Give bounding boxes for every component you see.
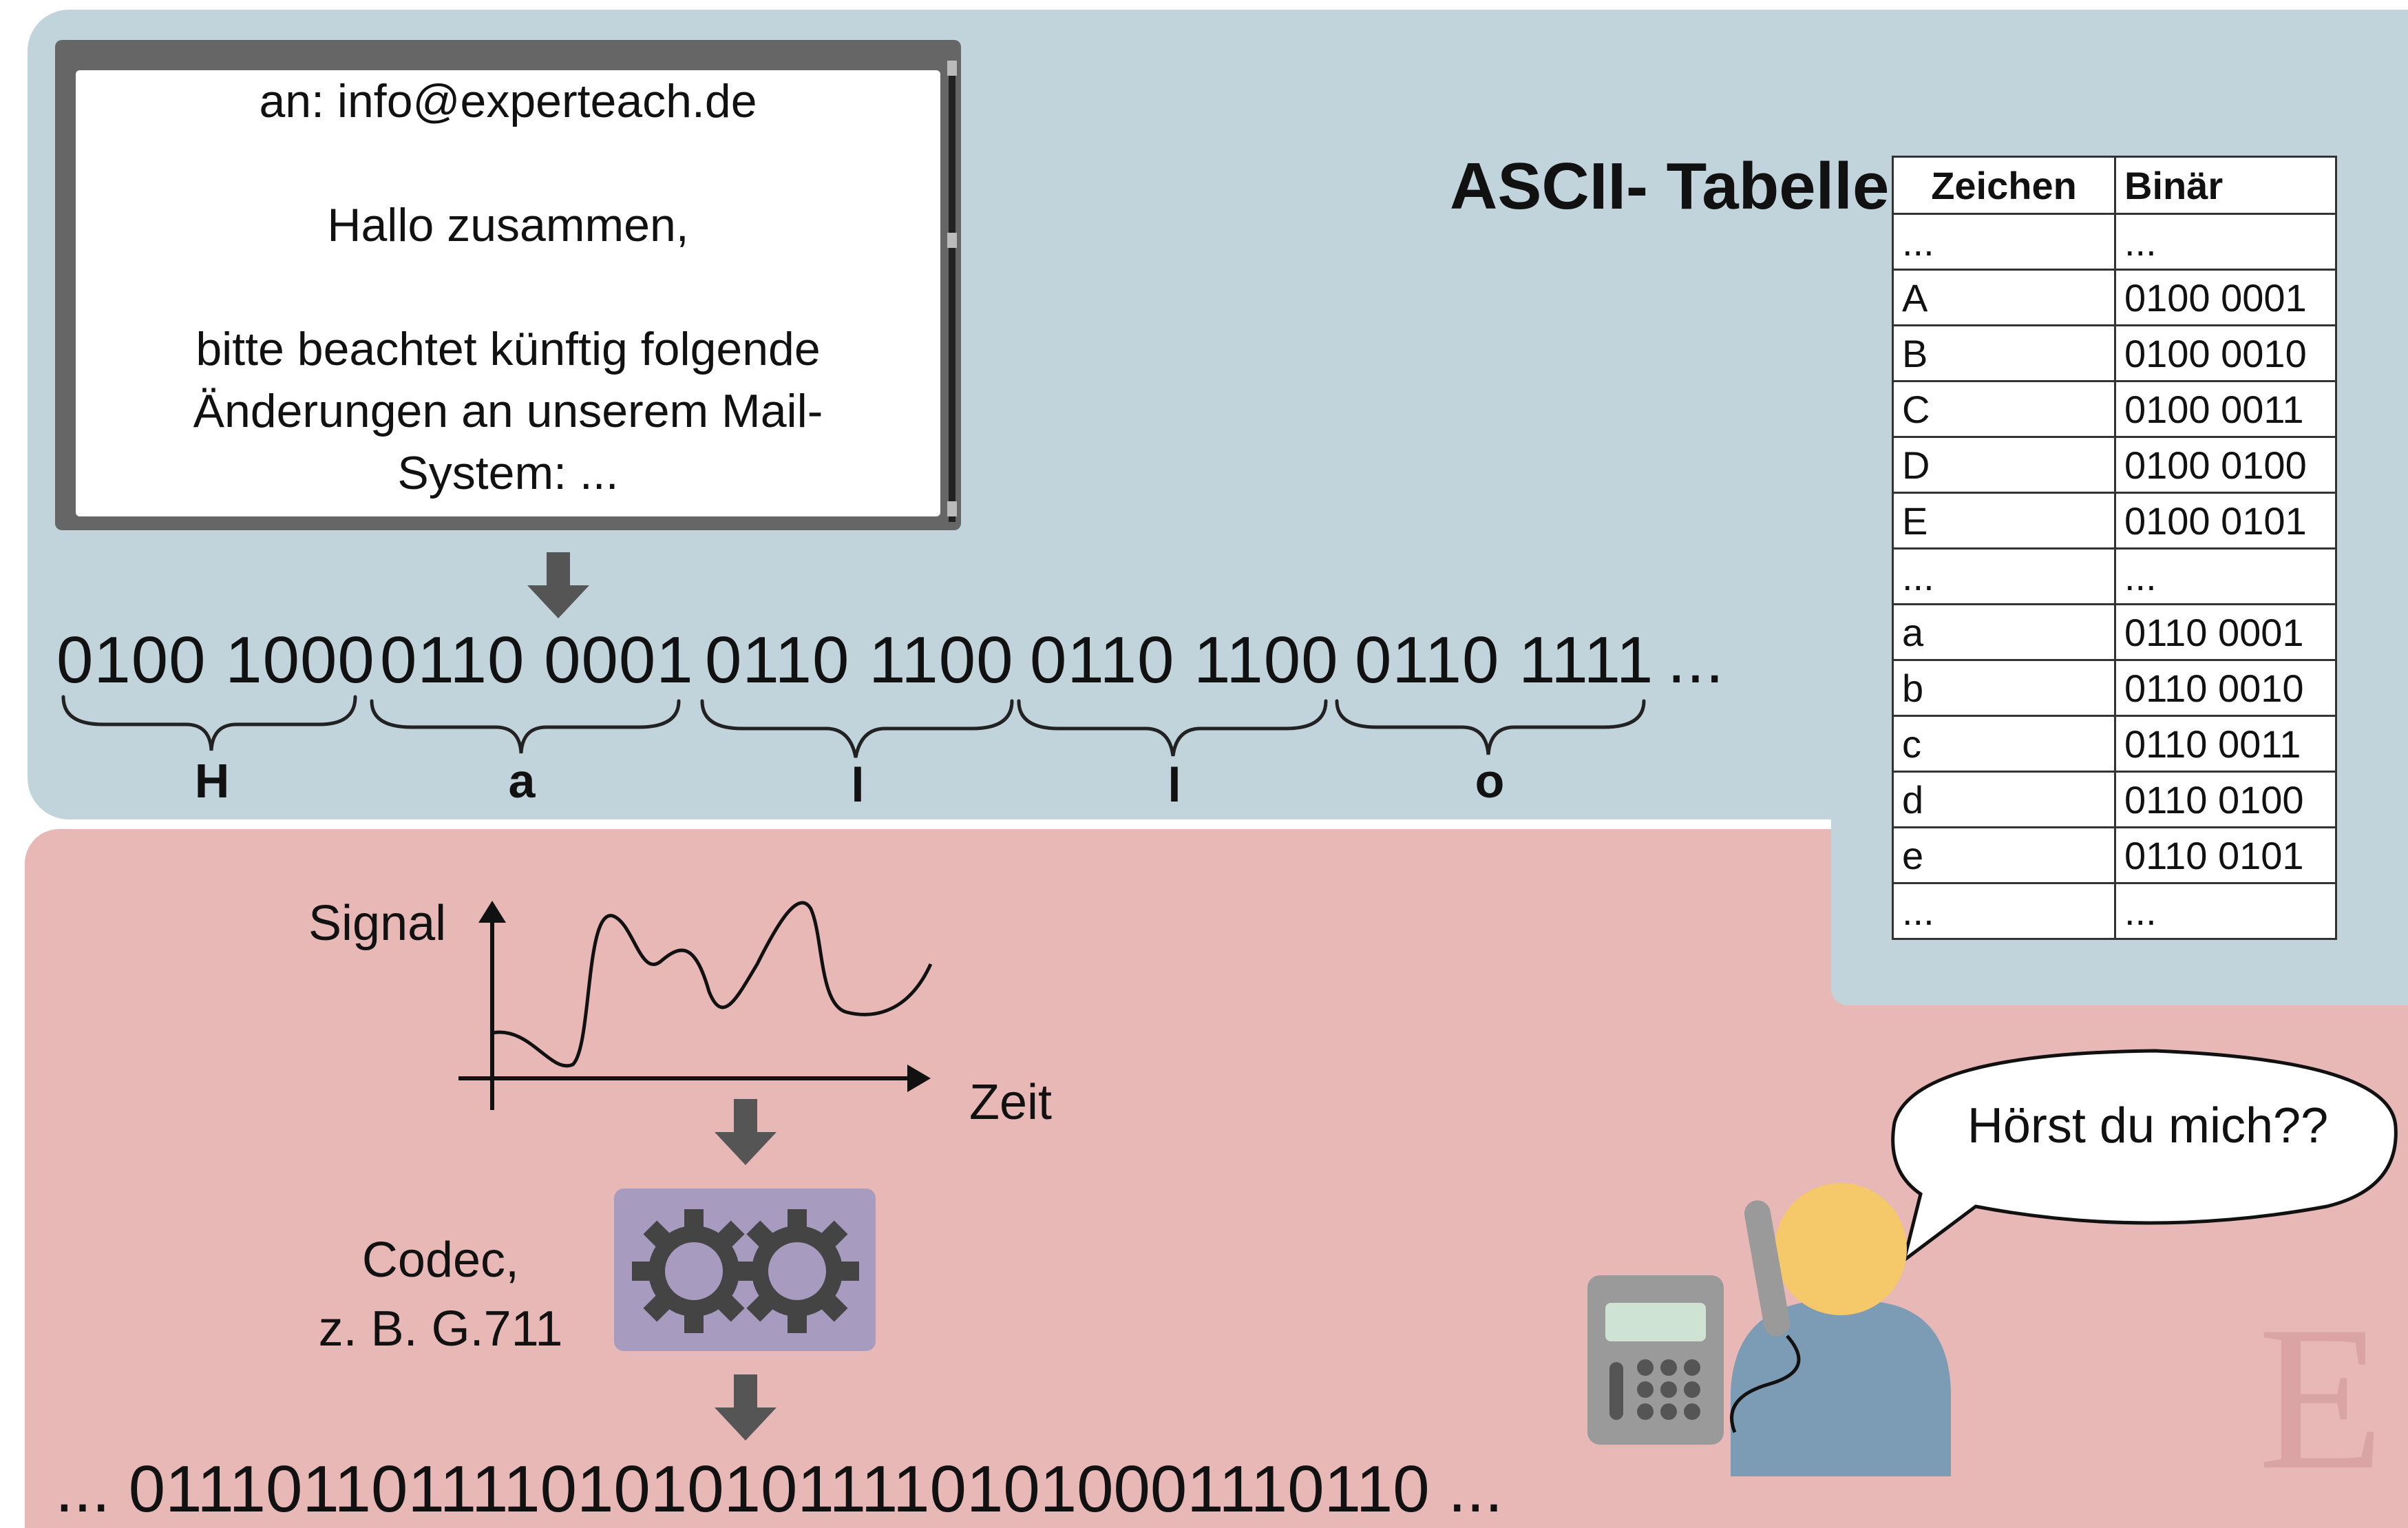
table-cell: a [1892,603,2116,661]
ascii-table-title: ASCII- Tabelle [1450,149,1890,223]
mail-spacer [76,256,940,318]
table-cell: 0110 0101 [2114,826,2337,884]
mail-content: an: info@experteach.de Hallo zusammen, b… [76,70,940,516]
table-cell: 0100 0010 [2114,324,2337,382]
scrollbar-bottom-handle[interactable] [947,501,957,516]
table-row: ...... [1892,213,2337,271]
mail-recipient: an: info@experteach.de [259,75,757,127]
table-cell: ... [2114,882,2337,940]
mail-body-line: Änderungen an unserem Mail- [193,385,823,437]
table-header-row: Zeichen Binär [1892,156,2337,215]
table-cell: 0110 0001 [2114,603,2337,661]
mail-spacer [76,132,940,194]
decoded-char: l [1168,758,1181,812]
column-header: Zeichen [1892,156,2116,215]
table-cell: ... [1892,547,2116,605]
table-cell: b [1892,659,2116,717]
scrollbar-thumb[interactable] [947,233,957,248]
digital-bitstream: ... 011101101111010101011110101000111011… [55,1452,1503,1526]
mail-greeting: Hallo zusammen, [327,199,689,251]
table-cell: ... [2114,213,2337,271]
table-cell: D [1892,436,2116,494]
table-row: ...... [1892,882,2337,940]
binary-byte: 0100 1000 [56,623,375,697]
decoded-char: l [851,758,865,812]
table-cell: 0110 0100 [2114,771,2337,828]
time-axis-label: Zeit [969,1075,1053,1130]
mail-scrollbar[interactable] [947,61,957,522]
binary-ellipsis: ... [1667,623,1725,697]
codec-box [614,1189,876,1351]
table-cell: A [1892,269,2116,326]
table-cell: 0110 0011 [2114,715,2337,773]
codec-name: Codec, [361,1233,520,1288]
table-cell: ... [1892,882,2116,940]
arrow-down-icon [715,1374,777,1441]
binary-byte: 0110 1111 [1355,623,1654,697]
binary-byte: 0110 0001 [380,623,694,697]
decoded-char: a [508,754,536,808]
table-cell: 0100 0101 [2114,492,2337,550]
codec-label: Codec, z. B. G.711 [296,1226,585,1363]
speech-bubble-text: Hörst du mich?? [1967,1098,2329,1153]
arrow-down-icon [715,1099,777,1165]
codec-example: z. B. G.711 [318,1301,563,1357]
mail-window: an: info@experteach.de Hallo zusammen, b… [55,40,961,530]
mail-body-line: bitte beachtet künftig folgende [196,323,821,375]
table-cell: 0100 0100 [2114,436,2337,494]
table-cell: e [1892,826,2116,884]
table-cell: 0100 0011 [2114,380,2337,438]
binary-byte: 0110 1100 [1030,623,1339,697]
table-cell: E [1892,492,2116,550]
binary-byte: 0110 1100 [705,623,1014,697]
signal-axis-label: Signal [308,896,447,951]
table-cell: C [1892,380,2116,438]
table-row: ...... [1892,547,2337,605]
arrow-down-icon [527,552,589,618]
table-cell: 0100 0001 [2114,269,2337,326]
decoded-char: H [194,754,230,808]
table-cell: 0110 0010 [2114,659,2337,717]
mail-body-line: System: ... [397,447,619,499]
table-cell: c [1892,715,2116,773]
watermark-logo: E [2258,1284,2385,1512]
decoded-char: o [1475,754,1505,808]
table-cell: d [1892,771,2116,828]
table-cell: ... [2114,547,2337,605]
scrollbar-top-handle[interactable] [947,61,957,76]
column-header: Binär [2114,156,2337,215]
table-cell: B [1892,324,2116,382]
table-cell: ... [1892,213,2116,271]
gear-icon [632,1209,859,1333]
